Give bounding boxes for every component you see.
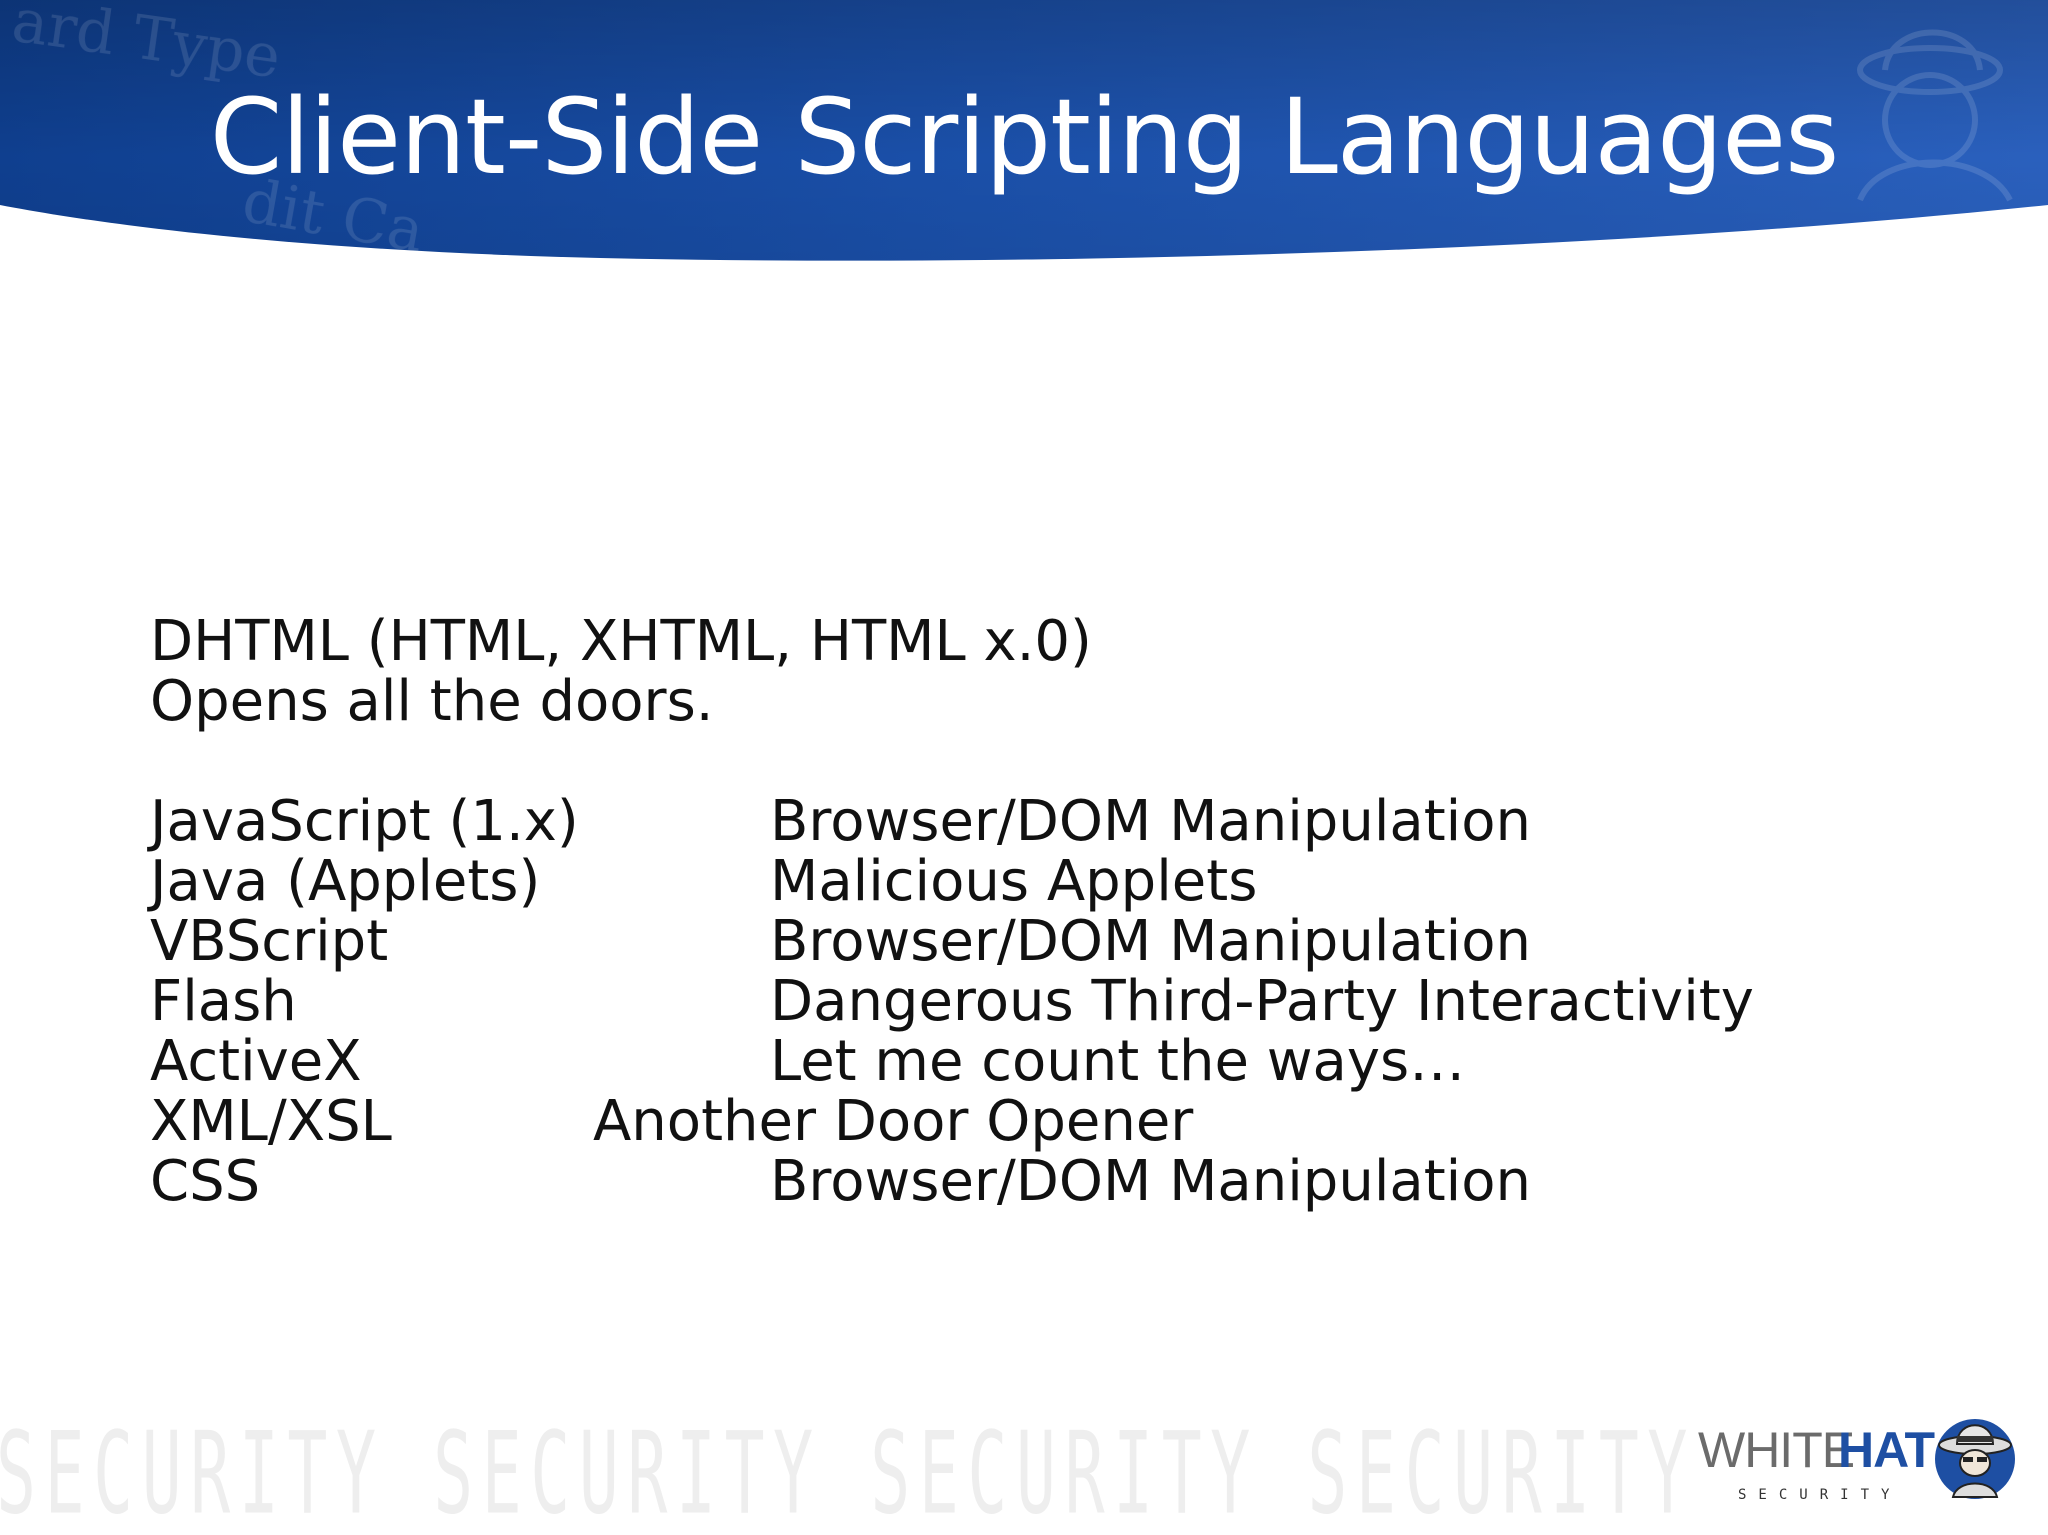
language-risk: Browser/DOM Manipulation xyxy=(770,1149,1531,1214)
intro-text: DHTML (HTML, XHTML, HTML x.0) Opens all … xyxy=(150,612,1092,732)
language-name: JavaScript (1.x) xyxy=(150,789,579,854)
language-name: CSS xyxy=(150,1149,261,1214)
logo-white-text: WHITE xyxy=(1698,1422,1854,1478)
language-name: Java (Applets) xyxy=(150,849,541,914)
language-risk: Browser/DOM Manipulation xyxy=(770,909,1531,974)
language-name: Flash xyxy=(150,969,297,1034)
language-risk: Another Door Opener xyxy=(593,1089,1194,1154)
header-background: ard Type dit Ca xyxy=(0,0,2048,266)
language-risk: Let me count the ways… xyxy=(770,1029,1466,1094)
language-name: VBScript xyxy=(150,909,389,974)
language-risk: Browser/DOM Manipulation xyxy=(770,789,1531,854)
watermark-text: SECURITY SECURITY SECURITY SECURITY xyxy=(0,1418,1696,1518)
language-risk: Malicious Applets xyxy=(770,849,1258,914)
logo-hat-text: HAT xyxy=(1838,1422,1935,1478)
list-item: ActiveX Let me count the ways… xyxy=(150,1032,1930,1092)
list-item: JavaScript (1.x) Browser/DOM Manipulatio… xyxy=(150,792,1930,852)
list-item: XML/XSL Another Door Opener xyxy=(150,1092,1930,1152)
list-item: CSS Browser/DOM Manipulation xyxy=(150,1152,1930,1212)
logo-security-text: SECURITY xyxy=(1738,1487,1901,1503)
hatted-figure-icon xyxy=(1935,1419,2015,1499)
footer-watermark: SECURITY SECURITY SECURITY SECURITY xyxy=(0,1418,1696,1518)
language-risk: Dangerous Third-Party Interactivity xyxy=(770,969,1754,1034)
list-item: Flash Dangerous Third-Party Interactivit… xyxy=(150,972,1930,1032)
whitehat-security-logo: WHITE HAT SECURITY xyxy=(1698,1419,2015,1503)
slide-title: Client-Side Scripting Languages xyxy=(209,76,1840,198)
language-name: XML/XSL xyxy=(150,1089,392,1154)
header-figure-icon xyxy=(1857,29,2013,202)
header-banner: ard Type dit Ca Client-Side Scripting La… xyxy=(0,0,2048,270)
intro-line: Opens all the doors. xyxy=(150,669,714,734)
list-item: VBScript Browser/DOM Manipulation xyxy=(150,912,1930,972)
intro-line: DHTML (HTML, XHTML, HTML x.0) xyxy=(150,609,1092,674)
list-item: Java (Applets) Malicious Applets xyxy=(150,852,1930,912)
language-name: ActiveX xyxy=(150,1029,362,1094)
language-list: JavaScript (1.x) Browser/DOM Manipulatio… xyxy=(150,792,1930,1212)
